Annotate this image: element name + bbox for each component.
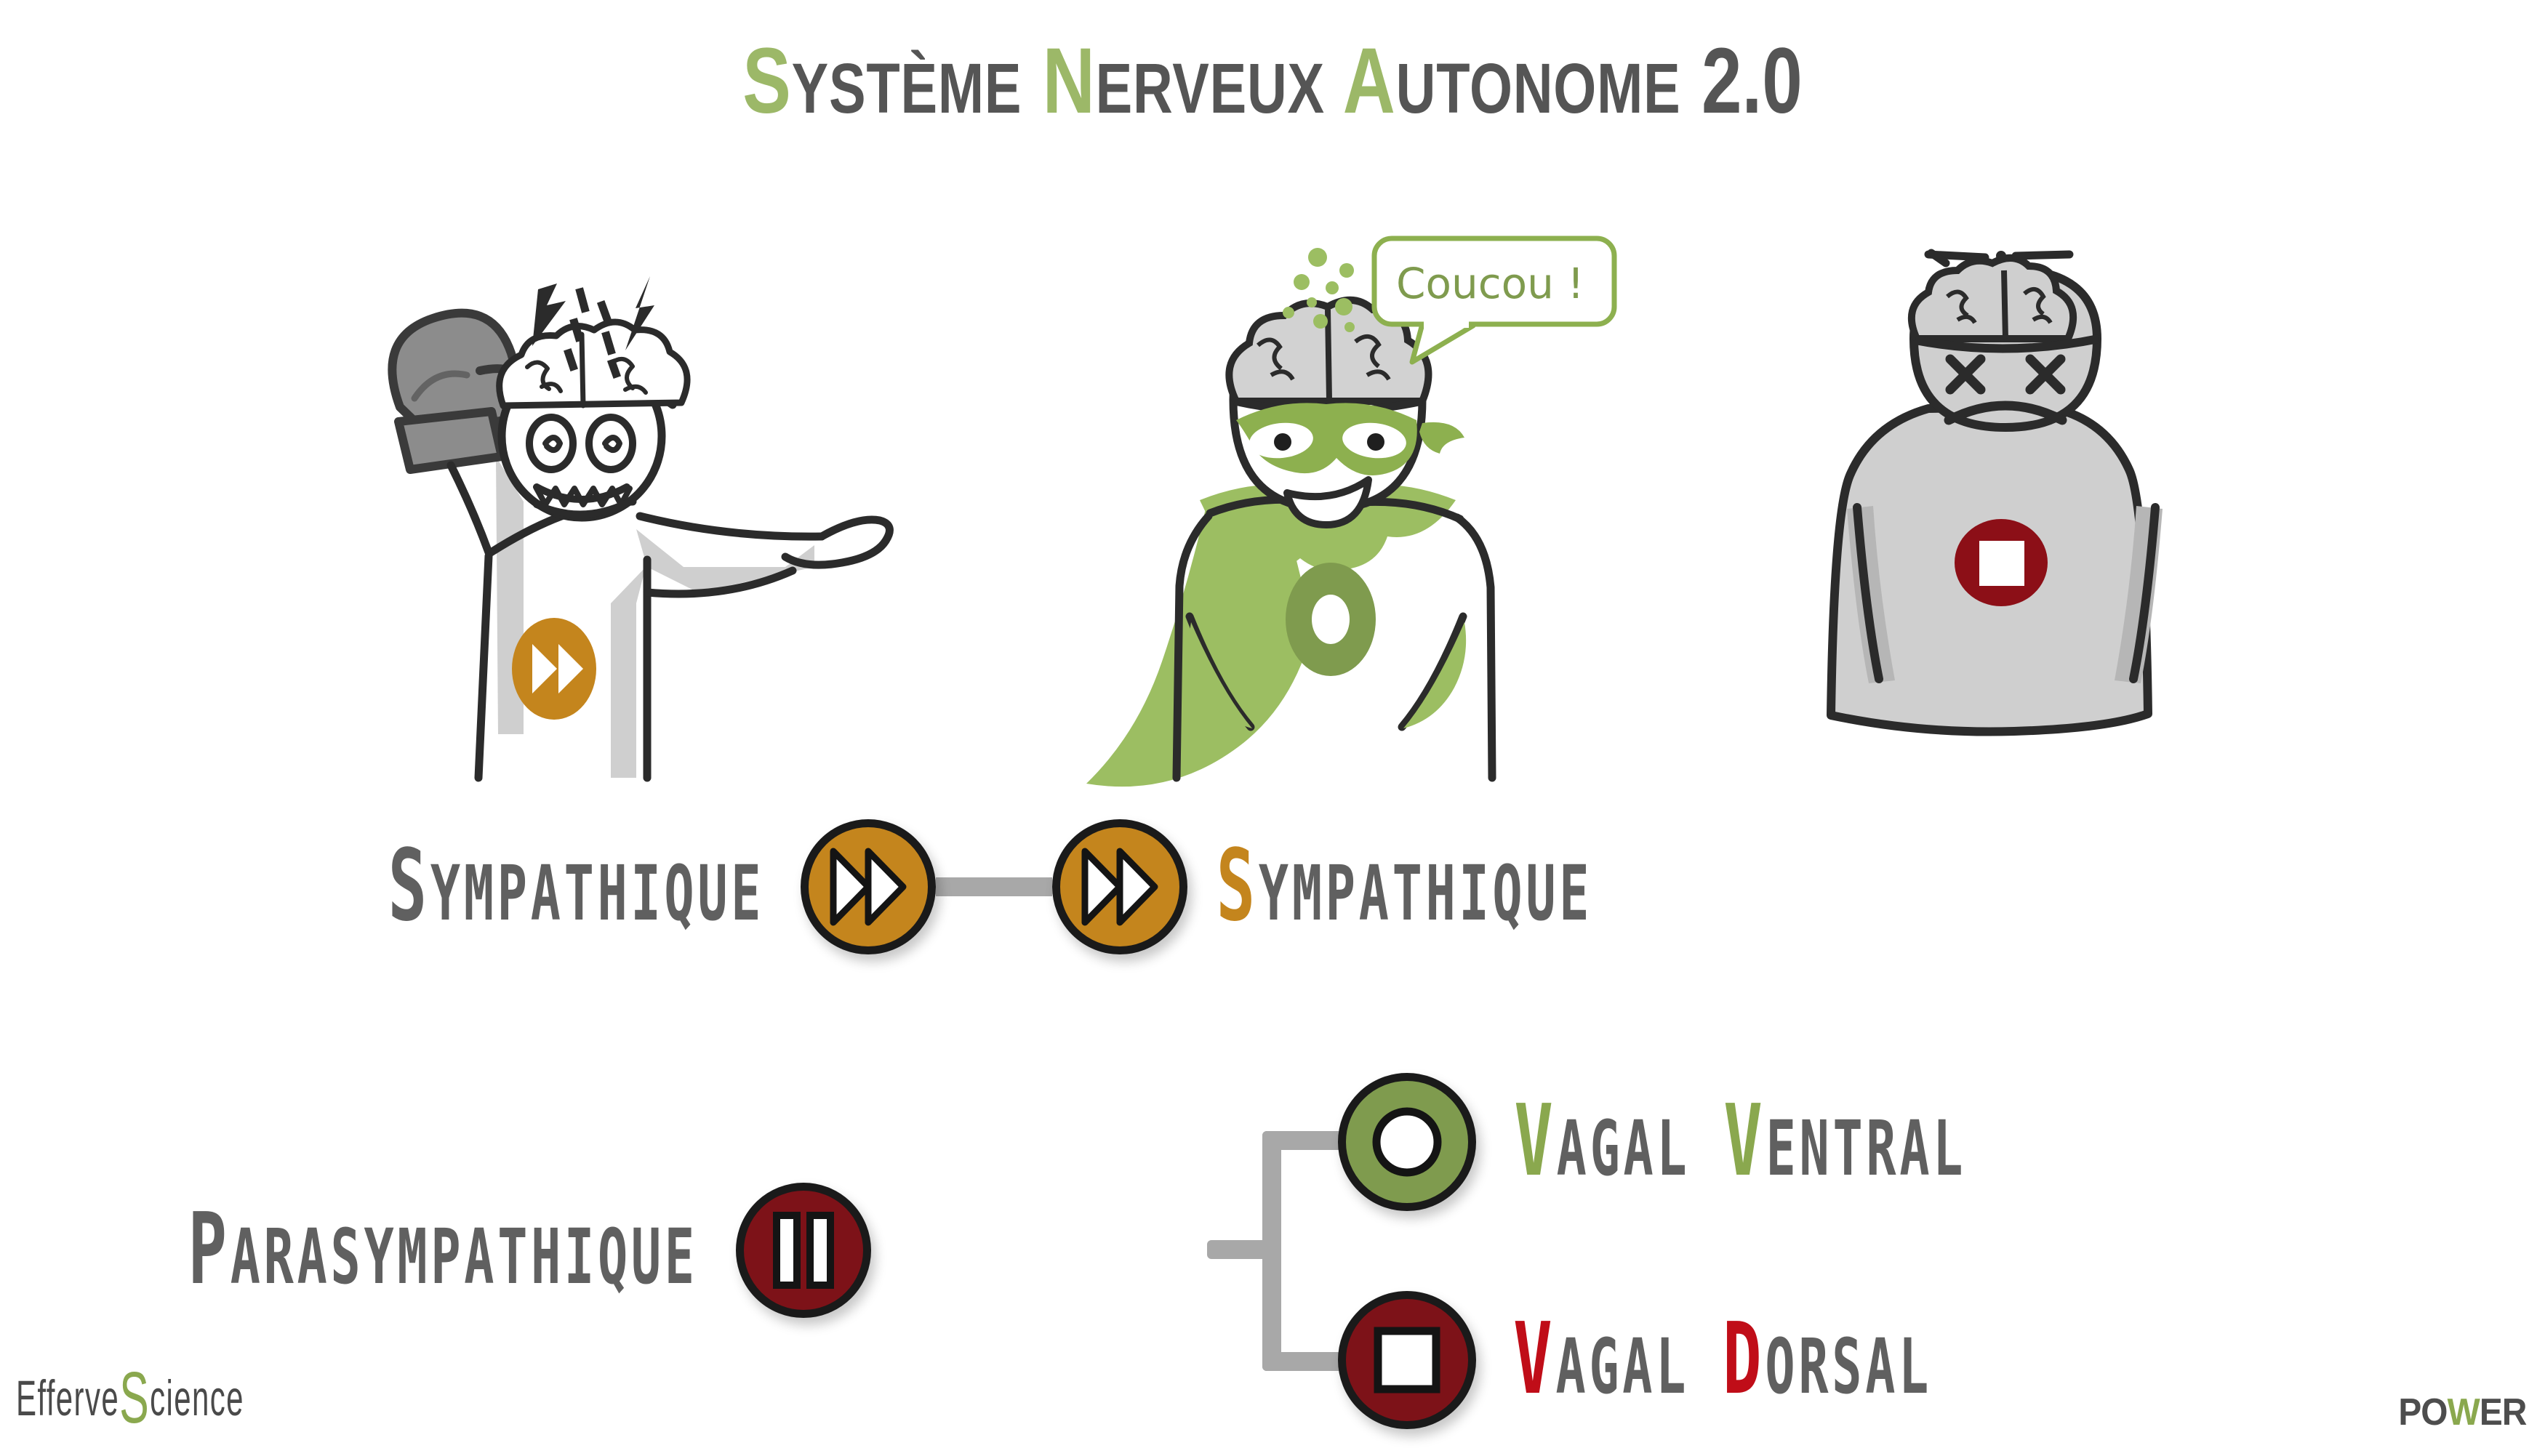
effervescience-logo: EfferveScience xyxy=(16,1356,244,1440)
vagal-dorsal-character xyxy=(1803,240,2211,763)
power-part2: ER xyxy=(2479,1391,2527,1433)
sympathique-node-right[interactable] xyxy=(1051,819,1187,954)
vagal-ventral-agal: AGAL xyxy=(1556,1104,1724,1193)
logo-part1: Efferve xyxy=(16,1369,120,1426)
title-version: 2.0 xyxy=(1701,29,1803,133)
speech-bubble: Coucou ! xyxy=(1371,236,1617,365)
fast-forward-icon xyxy=(830,848,907,926)
title-rest-nerveux: ERVEUX xyxy=(1095,49,1325,128)
parasympathique-initial: P xyxy=(188,1192,231,1308)
title-cap-a: A xyxy=(1342,29,1396,133)
vagal-ventral-v1: V xyxy=(1514,1084,1557,1199)
vagal-ventral-node[interactable] xyxy=(1338,1073,1476,1211)
fast-forward-icon xyxy=(512,618,596,720)
sympathique-connector xyxy=(935,877,1052,896)
sympathique-right-initial: S xyxy=(1216,829,1259,944)
branch-spine xyxy=(1262,1131,1281,1371)
autonomic-branch-diagram: SYMPATHIQUE SYMPATHIQUE xyxy=(0,800,2545,1429)
vagal-ventral-row: VAGAL VENTRAL xyxy=(1338,1073,1979,1211)
parasympathique-rest: ARASYMPATHIQUE xyxy=(230,1212,698,1301)
vagal-dorsal-d: D xyxy=(1723,1302,1766,1417)
vagal-dorsal-orsal: ORSAL xyxy=(1765,1322,1933,1411)
fast-forward-icon xyxy=(1081,848,1158,926)
sympathique-character xyxy=(305,225,916,782)
parasympathique-left-label: PARASYMPATHIQUE xyxy=(188,1201,697,1300)
sympathique-left-rest: YMPATHIQUE xyxy=(430,849,765,938)
vagal-ventral-label: VAGAL VENTRAL xyxy=(1514,1093,1966,1191)
sympathique-row: SYMPATHIQUE SYMPATHIQUE xyxy=(378,814,1603,960)
power-accent-w: W xyxy=(2447,1391,2480,1433)
vagal-ventral-entral: ENTRAL xyxy=(1766,1104,1967,1193)
speech-bubble-text: Coucou ! xyxy=(1396,259,1584,308)
vagal-dorsal-label: VAGAL DORSAL xyxy=(1513,1311,1932,1409)
parasympathique-node[interactable] xyxy=(736,1183,872,1318)
stop-square-icon xyxy=(1955,519,2048,606)
title-rest-systeme: YSTÈME xyxy=(791,49,1022,128)
sympathique-right-rest: YMPATHIQUE xyxy=(1258,849,1593,938)
vagal-ventral-v2: V xyxy=(1723,1084,1766,1199)
logo-part2: cience xyxy=(150,1369,244,1426)
sympathique-node-left[interactable] xyxy=(800,819,936,954)
sympathique-right-label: SYMPATHIQUE xyxy=(1216,837,1592,936)
parasympathique-row: PARASYMPATHIQUE xyxy=(175,1178,872,1323)
vagal-dorsal-node[interactable] xyxy=(1338,1291,1476,1429)
record-circle-icon xyxy=(1286,563,1376,676)
page-title: SYSTÈME NERVEUX AUTONOME 2.0 xyxy=(280,28,2265,134)
vagal-dorsal-agal: AGAL xyxy=(1555,1322,1723,1411)
title-cap-s: S xyxy=(742,29,792,133)
logo-accent-s: S xyxy=(119,1357,151,1439)
sympathique-left-label: SYMPATHIQUE xyxy=(388,837,765,936)
power-logo: POWER xyxy=(2397,1391,2527,1434)
power-part1: PO xyxy=(2397,1391,2448,1433)
stop-square-icon xyxy=(1374,1327,1440,1393)
vagal-dorsal-v: V xyxy=(1513,1302,1556,1417)
characters-row: Coucou ! xyxy=(0,218,2545,787)
vagal-dorsal-row: VAGAL DORSAL xyxy=(1338,1291,1943,1429)
record-circle-icon xyxy=(1372,1107,1442,1177)
sympathique-left-initial: S xyxy=(388,829,430,944)
title-cap-n: N xyxy=(1042,29,1096,133)
vagal-ventral-character: Coucou ! xyxy=(1018,218,1658,787)
title-rest-autonome: UTONOME xyxy=(1395,49,1681,128)
pause-icon xyxy=(773,1212,835,1289)
